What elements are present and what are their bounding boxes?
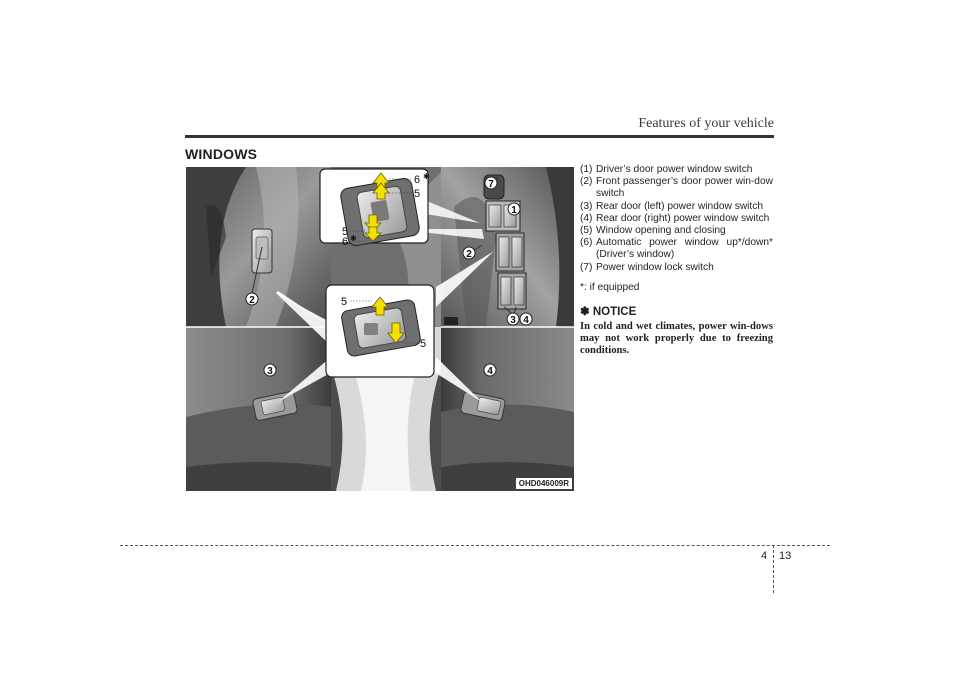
page-number: 13 [779, 550, 792, 562]
top-label-6-down: 6 [342, 236, 348, 248]
callout-4-top: 4 [523, 315, 529, 326]
bottom-label-5-down: 5 [420, 338, 426, 350]
legend-item: (3)Rear door (left) power window switch [580, 201, 773, 213]
top-asterisk-down: ✱ [350, 234, 357, 243]
callout-2-right: 2 [466, 249, 472, 260]
legend-item: (7)Power window lock switch [580, 262, 773, 274]
legend-item: (2)Front passenger’s door power win-dow … [580, 176, 773, 200]
legend-item-number: (2) [580, 176, 593, 188]
top-label-5-down: 5 [342, 226, 348, 238]
chapter-number: 4 [761, 550, 768, 562]
header-section-title: Features of your vehicle [638, 116, 774, 131]
section-title: WINDOWS [185, 146, 258, 162]
legend-item-text: Rear door (left) power window switch [596, 200, 764, 212]
legend-list: (1)Driver’s door power window switch (2)… [580, 164, 773, 357]
legend-item-text: Front passenger’s door power win-dow swi… [596, 176, 773, 200]
legend-item: (4)Rear door (right) power window switch [580, 213, 773, 225]
legend-item-text: Window opening and closing [596, 225, 726, 237]
top-label-6-up: 6 [414, 174, 420, 186]
legend-item: (6)Automatic power window up*/down* (Dri… [580, 237, 773, 261]
callout-4-bottom: 4 [487, 366, 493, 377]
callout-3-bottom: 3 [267, 366, 273, 377]
callout-1: 1 [511, 205, 517, 216]
notice-heading: ✽ NOTICE [580, 306, 637, 319]
legend-item-number: (5) [580, 225, 593, 237]
header-rule [185, 135, 774, 138]
legend-item-number: (3) [580, 200, 593, 212]
legend-item-number: (6) [580, 237, 593, 249]
callout-3-top: 3 [510, 315, 516, 326]
top-asterisk-up: ✱ [423, 172, 430, 181]
top-label-5-up: 5 [414, 188, 420, 200]
callout-7: 7 [488, 179, 494, 190]
legend-item-text: Driver’s door power window switch [596, 164, 753, 175]
legend-item-number: (4) [580, 212, 593, 224]
figure-code: OHD046009R [515, 478, 572, 489]
footer-divider [120, 545, 830, 546]
legend-item: (1)Driver’s door power window switch [580, 164, 773, 176]
legend-item-number: (7) [580, 261, 593, 273]
notice-body: In cold and wet climates, power win-dows… [580, 321, 773, 356]
legend-item-text: Power window lock switch [596, 261, 714, 273]
bottom-label-5-up: 5 [341, 296, 347, 308]
legend-item-text: Automatic power window up*/down* (Driver… [596, 237, 773, 261]
footnote: *: if equipped [580, 281, 640, 293]
windows-illustration: 2 2 1 7 3 4 3 4 6 ✱ 5 5 6 ✱ 5 5 OHD04600… [186, 167, 574, 491]
callout-2-left: 2 [249, 295, 255, 306]
legend-item-number: (1) [580, 164, 593, 175]
legend-item: (5)Window opening and closing [580, 225, 773, 237]
legend-item-text: Rear door (right) power window switch [596, 212, 770, 224]
footer-vertical-divider [773, 545, 774, 593]
